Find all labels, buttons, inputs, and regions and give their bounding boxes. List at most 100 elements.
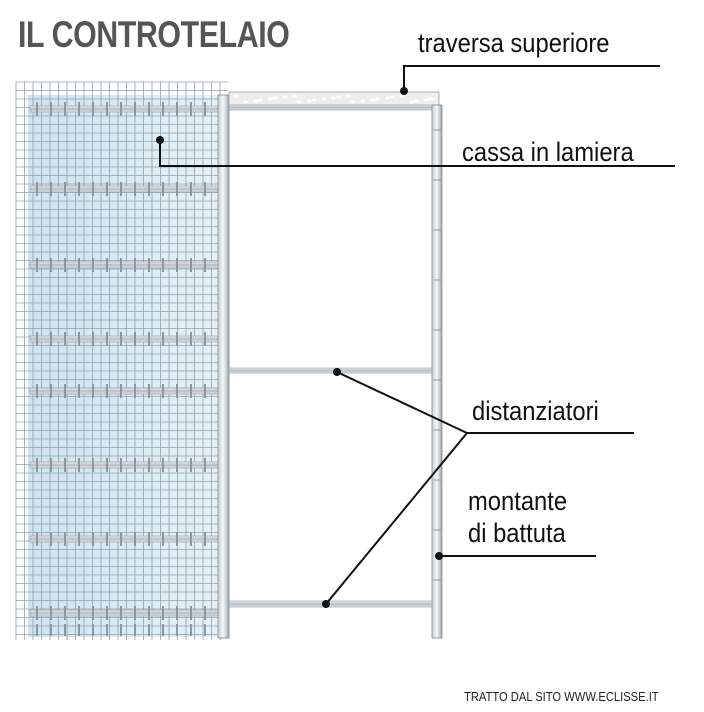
brace-clip [92, 102, 94, 116]
brace-clip [162, 458, 164, 472]
brace-clip [64, 458, 66, 472]
speckle [243, 100, 249, 104]
brace-clip [50, 458, 52, 472]
brace-clip [64, 532, 66, 546]
brace-clip [190, 182, 192, 196]
brace-clip [162, 332, 164, 346]
brace-clip [120, 182, 122, 196]
brace-clip [36, 102, 38, 116]
brace-clip [64, 384, 66, 398]
leader-cassa [159, 140, 675, 167]
speckle [253, 99, 259, 103]
brace-clip [36, 258, 38, 272]
brace-clip [176, 458, 178, 472]
brace-clip [148, 624, 150, 636]
speckle [321, 97, 327, 101]
speckle [292, 94, 298, 98]
brace-clip [36, 332, 38, 346]
brace-clip [106, 102, 108, 116]
brace-clip [78, 606, 80, 620]
brace-clip [176, 384, 178, 398]
brace-clip [176, 258, 178, 272]
speckle [384, 96, 390, 100]
speckle [272, 96, 278, 100]
brace-clip [106, 384, 108, 398]
spacer-middle [228, 367, 433, 374]
speckle [311, 98, 317, 102]
brace-clip [36, 458, 38, 472]
brace-clip [204, 182, 206, 196]
jamb-post-marks [433, 129, 441, 581]
page-title: IL CONTROTELAIO [18, 14, 290, 55]
brace-clip [78, 458, 80, 472]
brace-clip [78, 532, 80, 546]
dot-montante [435, 552, 443, 560]
brace-clip [106, 182, 108, 196]
brace-clip [64, 332, 66, 346]
brace-clip [106, 258, 108, 272]
brace-clip [64, 258, 66, 272]
brace-clip [204, 384, 206, 398]
brace-clip [36, 606, 38, 620]
brace-clip [134, 458, 136, 472]
brace-clip [106, 332, 108, 346]
brace-clip [50, 606, 52, 620]
speckle [409, 100, 415, 104]
speckle [374, 97, 380, 101]
brace-clip [50, 182, 52, 196]
source-credit: TRATTO DAL SITO WWW.ECLISSE.IT [464, 689, 659, 704]
brace-clip [134, 258, 136, 272]
brace-clip [190, 606, 192, 620]
speckle [257, 98, 263, 102]
brace-clip [148, 532, 150, 546]
brace-clip [92, 384, 94, 398]
brace-clip [50, 258, 52, 272]
brace-clip [204, 258, 206, 272]
brace-clip [204, 458, 206, 472]
speckle [233, 94, 239, 98]
top-crossbar-texture [233, 94, 434, 104]
brace-clip [134, 532, 136, 546]
brace-clip [148, 258, 150, 272]
brace-clip [92, 606, 94, 620]
brace-clip [92, 182, 94, 196]
brace-clip [78, 102, 80, 116]
speckle [345, 94, 351, 98]
brace-clip [50, 332, 52, 346]
brace-clip [162, 258, 164, 272]
label-cassa-in-lamiera: cassa in lamiera [462, 137, 634, 167]
brace-clip [50, 624, 52, 636]
brace-clip [148, 458, 150, 472]
brace-clip [148, 332, 150, 346]
brace-clip [176, 606, 178, 620]
brace-clip [176, 182, 178, 196]
brace-clip [120, 532, 122, 546]
brace-clip [92, 332, 94, 346]
brace-clip [64, 606, 66, 620]
brace-clip [204, 332, 206, 346]
brace-clip [162, 384, 164, 398]
brace-clip [134, 384, 136, 398]
brace-clip [120, 258, 122, 272]
leader-distanziatori-upper [336, 371, 468, 434]
brace-clip [50, 102, 52, 116]
brace-clip [120, 332, 122, 346]
speckle [331, 96, 337, 100]
spacer-bottom [228, 600, 433, 608]
brace-clip [120, 606, 122, 620]
label-distanziatori: distanziatori [472, 396, 599, 426]
brace-clip [190, 532, 192, 546]
dot-traversa [400, 87, 408, 95]
brace-clip [92, 458, 94, 472]
brace-clip [78, 332, 80, 346]
speckle [335, 95, 341, 99]
brace-clip [36, 532, 38, 546]
brace-clip [134, 624, 136, 636]
brace-clip [148, 182, 150, 196]
brace-clip [148, 384, 150, 398]
leader-traversa [403, 65, 660, 91]
speckle [413, 99, 419, 103]
brace-clip [64, 102, 66, 116]
brace-clip [162, 624, 164, 636]
brace-clip [78, 384, 80, 398]
